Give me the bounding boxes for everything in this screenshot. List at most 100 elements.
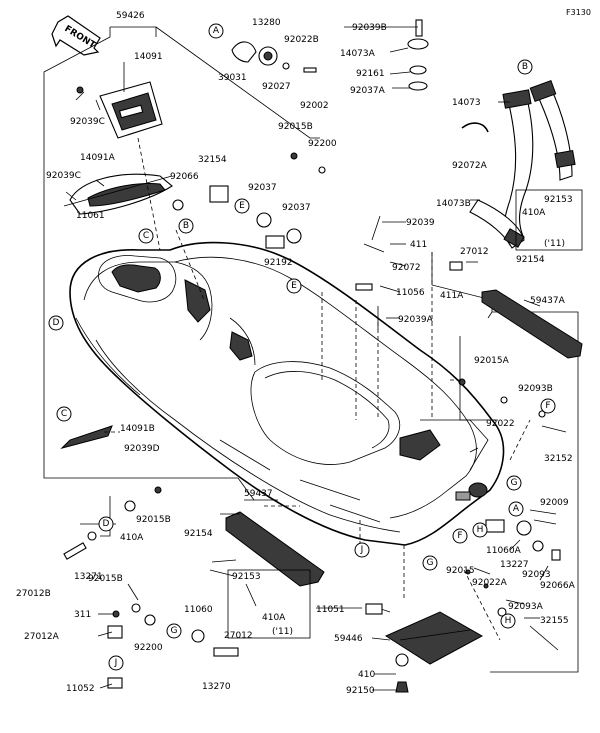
callout-d: D	[53, 318, 60, 328]
bracket-92153	[515, 189, 583, 251]
label-11060a: 11060A	[486, 546, 522, 556]
callout-d-2: D	[103, 519, 110, 529]
label-39031: 39031	[218, 73, 247, 83]
label-92037: 92037	[248, 183, 277, 193]
label-11061: 11061	[76, 211, 105, 221]
label-92039a: 92039A	[398, 315, 434, 325]
label-92200: 92200	[308, 139, 337, 149]
label-11060: 11060	[184, 605, 213, 615]
label-92150: 92150	[346, 686, 375, 696]
part-labels: 59426 13280 92022B 92039B 14091 39031 92…	[16, 11, 576, 696]
label-92022: 92022	[486, 419, 515, 429]
label-13227: 13227	[500, 560, 529, 570]
label-11052: 11052	[66, 684, 95, 694]
label-410a-3: 410A	[262, 613, 286, 623]
callout-circles: A B C B D E E C F G A H F J G D G J H	[48, 23, 556, 671]
callout-c: C	[143, 231, 149, 241]
label-92039c: 92039C	[70, 117, 105, 127]
label-410a: 410A	[522, 208, 546, 218]
part-14073-hose	[469, 80, 576, 249]
label-92002: 92002	[300, 101, 329, 111]
label-92093: 92093	[522, 570, 551, 580]
callout-a-2: A	[513, 504, 520, 514]
bracket-92153-2	[227, 569, 311, 639]
part-59446-plate	[384, 611, 484, 665]
label-92037a: 92037A	[350, 86, 386, 96]
label-410: 410	[358, 670, 375, 680]
callout-g-3: G	[171, 626, 178, 636]
hull-body	[69, 241, 505, 546]
label-11051: 11051	[316, 605, 345, 615]
part-14073a-cap	[407, 19, 429, 91]
callout-b: B	[522, 62, 528, 72]
label-92015b: 92015B	[278, 122, 313, 132]
label-32155: 32155	[540, 616, 569, 626]
label-27012-2: 27012	[224, 631, 253, 641]
label-92153-2: 92153	[232, 572, 261, 582]
label-year-11-2: ('11)	[272, 627, 293, 637]
label-13280: 13280	[252, 18, 281, 28]
label-411: 411	[410, 240, 427, 250]
label-59426: 59426	[116, 11, 145, 21]
label-92072: 92072	[392, 263, 421, 273]
label-year-11: ('11)	[544, 239, 565, 249]
label-14091: 14091	[134, 52, 163, 62]
label-14091a: 14091A	[80, 153, 116, 163]
label-411a: 411A	[440, 291, 464, 301]
label-14091b: 14091B	[120, 424, 155, 434]
callout-j: J	[360, 545, 364, 555]
label-32154: 32154	[198, 155, 227, 165]
part-92072a-clamp	[461, 122, 489, 133]
callout-c-2: C	[61, 409, 67, 419]
label-11056: 11056	[396, 288, 425, 298]
label-59437a: 59437A	[530, 296, 566, 306]
label-92093b: 92093B	[518, 384, 553, 394]
part-59437-mat	[225, 511, 325, 587]
callout-g: G	[511, 478, 518, 488]
label-92015: 92015	[446, 566, 475, 576]
part-14091a-lid	[63, 173, 173, 215]
callout-g-2: G	[427, 558, 434, 568]
label-92153: 92153	[544, 195, 573, 205]
assembly-frame	[43, 26, 579, 673]
leader-lines	[65, 26, 557, 691]
label-92066: 92066	[170, 172, 199, 182]
label-59437: 59437	[244, 489, 273, 499]
label-92037-2: 92037	[282, 203, 311, 213]
label-92066a: 92066A	[540, 581, 576, 591]
label-27012b: 27012B	[16, 589, 51, 599]
part-small-hardware	[63, 86, 567, 693]
label-92093a: 92093A	[508, 602, 544, 612]
label-92022a: 92022A	[472, 578, 508, 588]
callout-h-2: H	[505, 616, 512, 626]
label-14073b: 14073B	[436, 199, 471, 209]
label-92200-2: 92200	[134, 643, 163, 653]
callout-e: E	[239, 201, 245, 211]
label-311: 311	[74, 610, 91, 620]
part-grommet-assembly	[231, 41, 317, 73]
label-92027: 92027	[262, 82, 291, 92]
callout-b-2: B	[183, 221, 189, 231]
label-13270: 13270	[202, 682, 231, 692]
label-92154: 92154	[516, 255, 545, 265]
part-14091b-strip	[60, 425, 113, 449]
label-14073: 14073	[452, 98, 481, 108]
label-92192: 92192	[264, 258, 293, 268]
label-92022b: 92022B	[284, 35, 319, 45]
label-14073a: 14073A	[340, 49, 376, 59]
part-14091-cover	[99, 81, 163, 139]
label-32152: 32152	[544, 454, 573, 464]
front-arrow: FRONT	[51, 15, 101, 56]
callout-j-2: J	[114, 658, 118, 668]
label-92039d: 92039D	[124, 444, 160, 454]
label-92161: 92161	[356, 69, 385, 79]
label-92015b-2: 92015B	[136, 515, 171, 525]
label-92154-2: 92154	[184, 529, 213, 539]
label-92039: 92039	[406, 218, 435, 228]
label-92015a: 92015A	[474, 356, 510, 366]
part-59437a-mat	[481, 289, 583, 359]
callout-e-2: E	[291, 281, 297, 291]
label-92015b-3: 92015B	[88, 574, 123, 584]
label-27012a: 27012A	[24, 632, 60, 642]
label-410a-2: 410A	[120, 533, 144, 543]
